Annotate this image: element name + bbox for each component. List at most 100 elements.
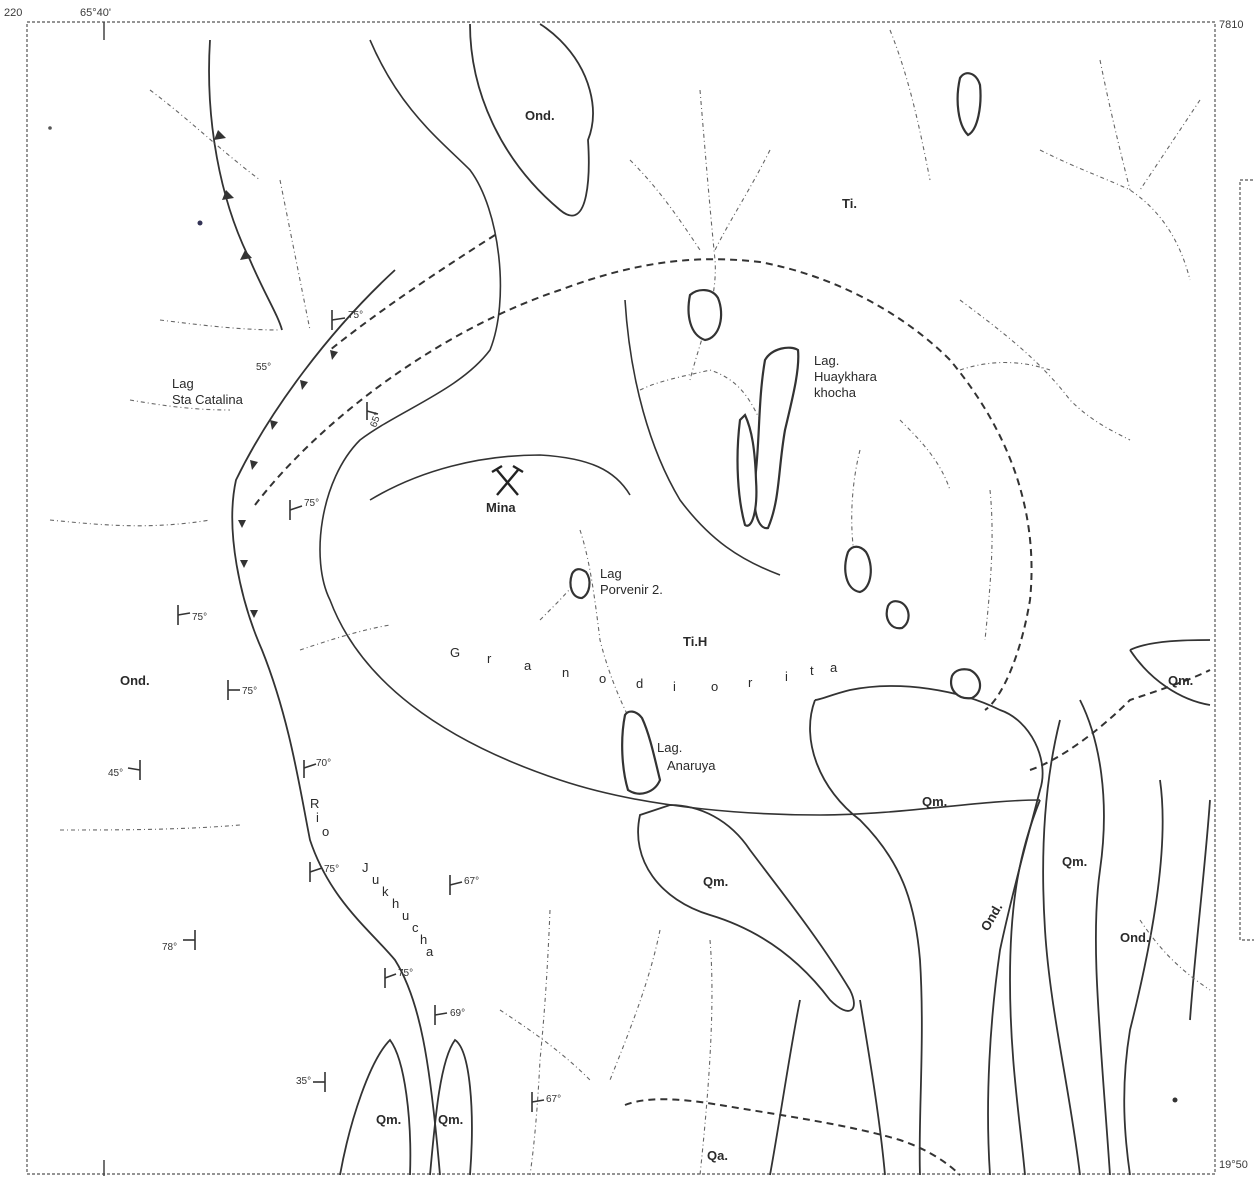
granodiorita-letter: a [830, 660, 838, 675]
qm-lobe-right [1129, 639, 1211, 706]
river-letter: k [382, 884, 389, 899]
unit-tih: Ti.H [683, 634, 707, 649]
unit-qm-right-top: Qm. [1168, 673, 1193, 688]
lake-east-b [885, 600, 910, 630]
ond-band-east-a [1042, 699, 1111, 1176]
dip-value: 35° [296, 1076, 311, 1087]
granodiorita-letter: t [810, 663, 814, 678]
granodiorita-letter: d [636, 676, 643, 691]
legend-frame [1239, 179, 1254, 941]
river-letter: c [412, 920, 419, 935]
unit-qm-center: Qm. [922, 794, 947, 809]
corner-coordinate-bottom-right: 19°50 [1219, 1159, 1248, 1171]
dip-value: 78° [162, 942, 177, 953]
label-lag-huaykhara-3: khocha [814, 385, 857, 400]
qm-bottom-lobes [339, 1038, 473, 1176]
map-frame [26, 21, 1216, 1175]
label-granodiorita: G r a n o d i o r i t a [450, 645, 838, 694]
unit-ti-top: Ti. [842, 196, 857, 211]
contact-northwest [319, 39, 1041, 816]
granodiorita-letter: r [748, 675, 753, 690]
tih-intrusion-boundary [254, 258, 1033, 711]
corner-coordinate-top-left: 65°40' [80, 7, 111, 19]
lake-east-a [844, 545, 872, 594]
dip-value: 55° [256, 362, 271, 373]
point-dot [1172, 1097, 1178, 1103]
river-letter: h [392, 896, 399, 911]
unit-qm-bottom-center: Qm. [703, 874, 728, 889]
unit-ond-left: Ond. [120, 673, 150, 688]
unit-ond-right-a: Ond. [978, 900, 1006, 933]
corner-number-top-left: 220 [4, 7, 22, 19]
bottom-lines [769, 999, 886, 1176]
qm-lobe-center [637, 804, 855, 1012]
unit-ond-top: Ond. [525, 108, 555, 123]
ond-band-far-east [1123, 779, 1211, 1176]
river-letter: u [402, 908, 409, 923]
granodiorita-letter: a [524, 658, 532, 673]
lake-huaykhara-long-b [736, 413, 758, 527]
dip-value: 67° [546, 1094, 561, 1105]
label-lag-anaruya-2: Anaruya [667, 758, 716, 773]
dip-value: 65° [368, 411, 384, 429]
dip-value: 75° [348, 310, 363, 321]
dashed-contact-east [1029, 669, 1211, 771]
river-letter: J [362, 860, 369, 875]
label-lag-porvenir-1: Lag [600, 566, 622, 581]
qm-lobe-large [809, 685, 1044, 1176]
dip-value: 45° [108, 768, 123, 779]
lake-porvenir [569, 568, 591, 600]
caldera-arc-east [624, 299, 781, 576]
unit-qm-right-mid: Qm. [1062, 854, 1087, 869]
lake-huaykhara-long [753, 346, 800, 530]
lake-east-c [950, 668, 982, 700]
dip-symbols [127, 310, 545, 1112]
point-dot [197, 220, 203, 226]
label-lag-huaykhara-1: Lag. [814, 353, 839, 368]
river-letter: R [310, 796, 319, 811]
unit-qa-bottom: Qa. [707, 1148, 728, 1163]
lake-north-small [956, 72, 982, 137]
dashed-contact-bottom [624, 1098, 961, 1176]
granodiorita-letter: o [711, 679, 718, 694]
lake-huaykhara-west [687, 289, 723, 342]
dip-value: 69° [450, 1008, 465, 1019]
label-lag-porvenir-2: Porvenir 2. [600, 582, 663, 597]
dip-value: 75° [192, 612, 207, 623]
lake-anaruya [621, 710, 662, 795]
river-letter: o [322, 824, 329, 839]
label-lag-sta-catalina-2: Sta Catalina [172, 392, 244, 407]
ond-lobe-top [469, 23, 594, 217]
dip-value: 75° [242, 686, 257, 697]
river-letter: h [420, 932, 427, 947]
corner-coordinate-top-right: 7810 [1219, 19, 1243, 31]
label-mine: Mina [486, 500, 516, 515]
river-letter: a [426, 944, 434, 959]
label-rio-jukhucha: R i o J u k h u c h a [310, 796, 434, 959]
drainage-network [49, 29, 1211, 1176]
label-lag-huaykhara-2: Huaykhara [814, 369, 878, 384]
caldera-arc-north [369, 454, 631, 501]
unit-ond-right-b: Ond. [1120, 930, 1150, 945]
granodiorita-letter: o [599, 671, 606, 686]
granodiorita-letter: r [487, 651, 492, 666]
granodiorita-letter: G [450, 645, 460, 660]
granodiorita-letter: i [785, 669, 788, 684]
dip-value: 75° [324, 864, 339, 875]
dip-value: 70° [316, 758, 331, 769]
thrust-teeth [214, 130, 338, 618]
point-dot [48, 126, 52, 130]
river-letter: i [316, 810, 319, 825]
granodiorita-letter: i [673, 679, 676, 694]
granodiorita-letter: n [562, 665, 569, 680]
thrust-fault-west [231, 269, 441, 1176]
river-letter: u [372, 872, 379, 887]
unit-qm-bottom-left-b: Qm. [438, 1112, 463, 1127]
dip-value: 67° [464, 876, 479, 887]
dip-value: 75° [398, 968, 413, 979]
unit-qm-bottom-left-a: Qm. [376, 1112, 401, 1127]
label-lag-sta-catalina-1: Lag [172, 376, 194, 391]
fault-northwest-dashed [329, 234, 496, 351]
dip-value: 75° [304, 498, 319, 509]
crossed-hammers-icon [491, 464, 524, 496]
